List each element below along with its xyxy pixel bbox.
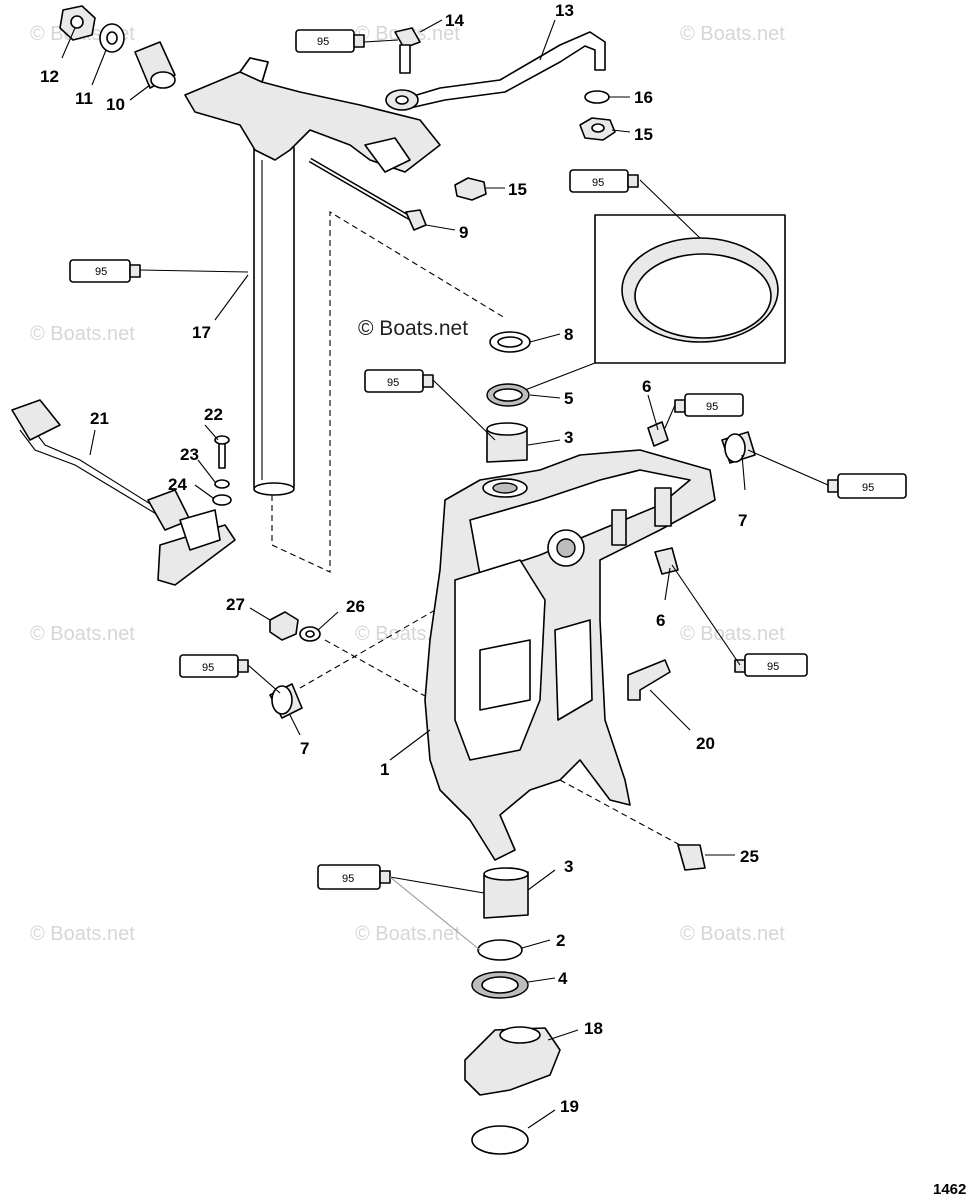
figure-number: 1462 bbox=[933, 1181, 966, 1198]
watermark: © Boats.net bbox=[30, 623, 135, 645]
watermark: © Boats.net bbox=[680, 23, 785, 45]
bushing-7-right bbox=[721, 431, 756, 464]
svg-text:95: 95 bbox=[317, 36, 329, 48]
nut-washer-bushing bbox=[59, 5, 176, 89]
link-rod-13 bbox=[385, 31, 606, 111]
callout-21: 21 bbox=[90, 409, 109, 428]
screw-25 bbox=[677, 844, 706, 871]
callout-3a: 3 bbox=[564, 428, 573, 447]
watermark: © Boats.net bbox=[680, 623, 785, 645]
svg-text:95: 95 bbox=[706, 401, 718, 413]
callout-26: 26 bbox=[346, 597, 365, 616]
sealant-tube: 95 bbox=[317, 864, 391, 890]
nut-15 bbox=[454, 177, 487, 201]
callout-27: 27 bbox=[226, 595, 245, 614]
callout-3b: 3 bbox=[564, 857, 573, 876]
svg-text:95: 95 bbox=[95, 266, 107, 278]
svg-text:95: 95 bbox=[202, 662, 214, 674]
clip-20 bbox=[627, 659, 671, 701]
trim-sender-21 bbox=[11, 399, 236, 586]
callout-9: 9 bbox=[459, 223, 468, 242]
callout-6a: 6 bbox=[642, 377, 651, 396]
callout-labels: 12 11 10 14 13 16 15 15 9 17 8 5 3 6 7 6… bbox=[40, 1, 759, 1116]
svg-text:95: 95 bbox=[387, 377, 399, 389]
svg-text:95: 95 bbox=[592, 177, 604, 189]
steering-yoke-18 bbox=[464, 1026, 561, 1096]
watermark: © Boats.net bbox=[680, 923, 785, 945]
callout-1: 1 bbox=[380, 760, 389, 779]
callout-10: 10 bbox=[106, 95, 125, 114]
bolt-9 bbox=[308, 157, 427, 231]
sealant-tube: 95 bbox=[569, 169, 639, 193]
bushing-7-left bbox=[269, 683, 303, 719]
sealant-tube: 95 bbox=[179, 654, 249, 678]
callout-6b: 6 bbox=[656, 611, 665, 630]
callout-15b: 15 bbox=[508, 180, 527, 199]
callout-4: 4 bbox=[558, 969, 568, 988]
callout-7b: 7 bbox=[300, 739, 309, 758]
callout-5: 5 bbox=[564, 389, 573, 408]
washer-2 bbox=[477, 939, 523, 961]
callout-11: 11 bbox=[75, 89, 93, 108]
callout-14: 14 bbox=[445, 11, 464, 30]
copyright-text: © Boats.net bbox=[358, 317, 468, 340]
callout-25: 25 bbox=[740, 847, 759, 866]
bolt-14 bbox=[394, 27, 421, 74]
snap-ring-19 bbox=[471, 1125, 529, 1155]
watermark-layer: © Boats.net © Boats.net © Boats.net © Bo… bbox=[30, 23, 785, 945]
callout-23: 23 bbox=[180, 445, 199, 464]
callout-19: 19 bbox=[560, 1097, 579, 1116]
watermark: © Boats.net bbox=[30, 323, 135, 345]
callout-2: 2 bbox=[556, 931, 565, 950]
nut-27 bbox=[269, 611, 299, 641]
svg-text:95: 95 bbox=[862, 482, 874, 494]
callout-8: 8 bbox=[564, 325, 573, 344]
svg-text:95: 95 bbox=[342, 873, 354, 885]
sealant-tube: 95 bbox=[674, 393, 744, 417]
svg-text:95: 95 bbox=[767, 661, 779, 673]
sealant-tube: 95 bbox=[364, 369, 434, 393]
callout-17: 17 bbox=[192, 323, 211, 342]
seal-detail-inset bbox=[524, 179, 786, 391]
callout-13: 13 bbox=[555, 1, 574, 20]
swivel-bracket-part bbox=[424, 449, 716, 861]
sealant-tube: 95 bbox=[827, 473, 907, 499]
washer-24 bbox=[212, 494, 232, 506]
callout-24: 24 bbox=[168, 475, 187, 494]
grease-fitting-6 bbox=[647, 421, 669, 447]
washer-23 bbox=[214, 479, 230, 489]
sealant-tube: 95 bbox=[69, 259, 141, 283]
steering-arm-part bbox=[184, 57, 441, 496]
callout-20: 20 bbox=[696, 734, 715, 753]
sealant-tube: 95 bbox=[734, 653, 808, 677]
callout-7a: 7 bbox=[738, 511, 747, 530]
watermark: © Boats.net bbox=[30, 923, 135, 945]
callout-16: 16 bbox=[634, 88, 653, 107]
callout-12: 12 bbox=[40, 67, 59, 86]
watermark: © Boats.net bbox=[355, 923, 460, 945]
callout-22: 22 bbox=[204, 405, 223, 424]
grease-fitting-6 bbox=[654, 547, 679, 575]
callout-18: 18 bbox=[584, 1019, 603, 1038]
leader-lines bbox=[61, 19, 829, 1129]
callout-15a: 15 bbox=[634, 125, 653, 144]
washer-16 bbox=[584, 90, 610, 104]
sealant-tube: 95 bbox=[295, 29, 365, 53]
